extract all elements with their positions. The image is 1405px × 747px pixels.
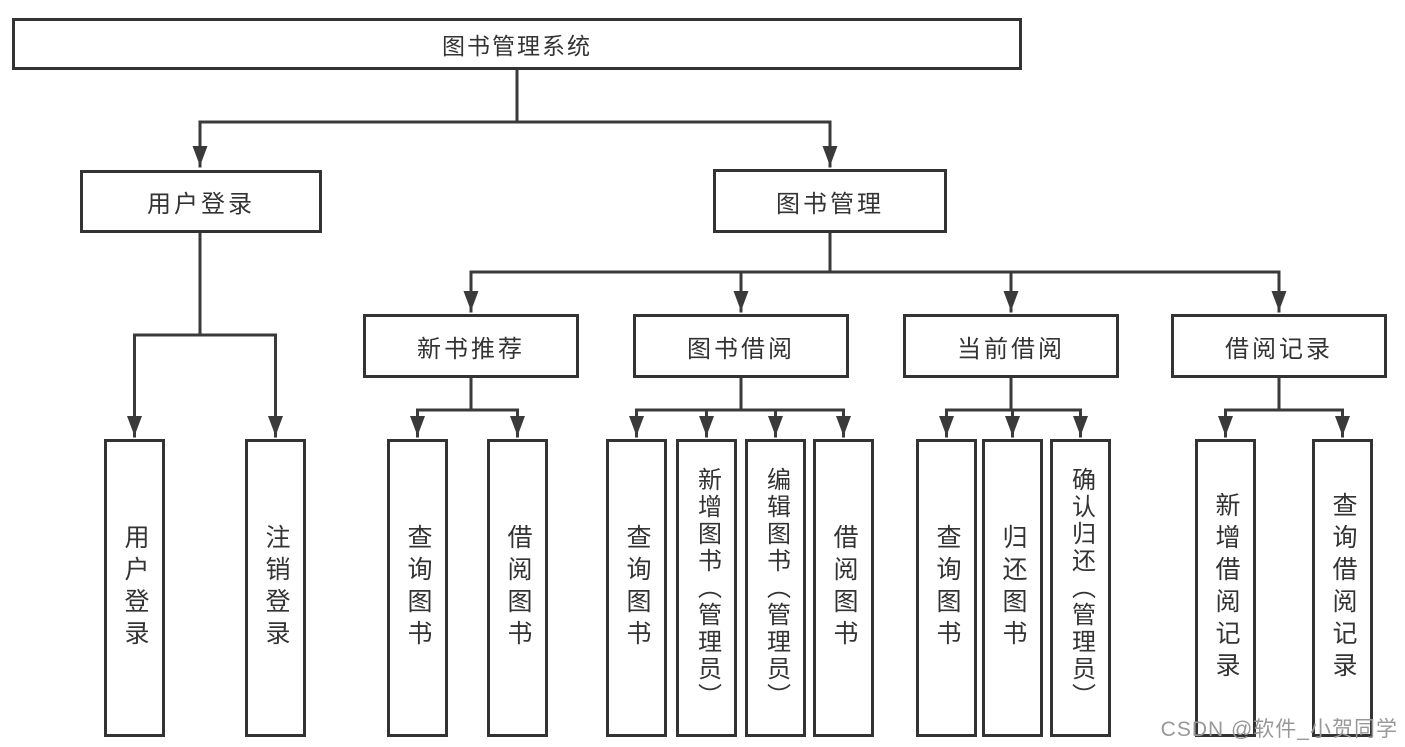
node-label: 图书管理系统 — [442, 33, 592, 59]
leaf-user-login: 用户登录 — [104, 439, 165, 737]
leaf-label: 查询借阅记录 — [1329, 492, 1357, 684]
leaf-label: 用户登录 — [121, 524, 149, 652]
leaf-label: 查询图书 — [933, 524, 961, 652]
leaf-add-borrow-record: 新增借阅记录 — [1195, 439, 1256, 737]
node-label: 图书借阅 — [687, 335, 795, 363]
leaf-confirm-return-admin: 确认归还（管理员） — [1050, 439, 1111, 737]
leaf-borrow-book-recommend: 借阅图书 — [487, 439, 548, 737]
node-book-management: 图书管理 — [713, 169, 947, 233]
leaf-label: 借阅图书 — [830, 524, 858, 652]
node-root-system: 图书管理系统 — [12, 18, 1022, 70]
leaf-edit-book-admin: 编辑图书（管理员） — [745, 439, 806, 737]
node-label: 新书推荐 — [417, 335, 525, 363]
leaf-query-book-recommend: 查询图书 — [387, 439, 448, 737]
leaf-label: 确认归还（管理员） — [1067, 466, 1095, 710]
node-book-borrow: 图书借阅 — [633, 314, 849, 378]
leaf-label: 编辑图书（管理员） — [762, 466, 790, 710]
node-label: 图书管理 — [776, 190, 884, 218]
node-label: 用户登录 — [147, 191, 255, 218]
csdn-watermark: CSDN @软件_小贺同学 — [1160, 718, 1398, 741]
node-current-borrow: 当前借阅 — [903, 314, 1119, 378]
leaf-label: 借阅图书 — [504, 524, 532, 652]
node-label: 借阅记录 — [1225, 335, 1333, 363]
leaf-add-book-admin: 新增图书（管理员） — [676, 439, 737, 737]
node-new-book-recommend: 新书推荐 — [363, 314, 579, 378]
leaf-logout: 注销登录 — [245, 439, 306, 737]
leaf-label: 查询图书 — [623, 524, 651, 652]
leaf-borrow-book: 借阅图书 — [813, 439, 874, 737]
leaf-label: 归还图书 — [999, 524, 1027, 652]
node-label: 当前借阅 — [957, 335, 1065, 363]
leaf-return-book: 归还图书 — [982, 439, 1043, 737]
leaf-query-book-borrow: 查询图书 — [606, 439, 667, 737]
leaf-query-borrow-record: 查询借阅记录 — [1312, 439, 1373, 737]
node-borrow-record: 借阅记录 — [1171, 314, 1387, 378]
leaf-label: 查询图书 — [404, 524, 432, 652]
leaf-label: 新增图书（管理员） — [693, 466, 721, 710]
leaf-label: 新增借阅记录 — [1212, 492, 1240, 684]
leaf-query-book-current: 查询图书 — [916, 439, 977, 737]
node-user-login: 用户登录 — [80, 170, 322, 233]
leaf-label: 注销登录 — [262, 524, 290, 652]
